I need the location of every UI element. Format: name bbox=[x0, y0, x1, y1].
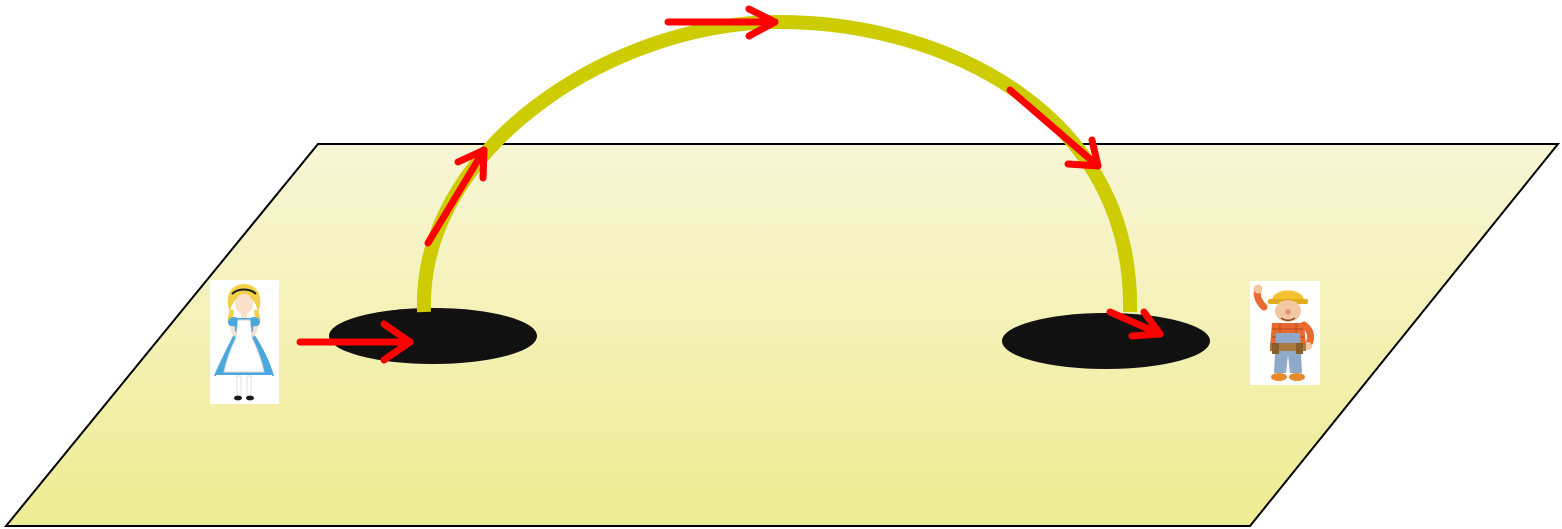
hole-left bbox=[329, 308, 537, 364]
girl-figure bbox=[210, 280, 279, 404]
hole-right bbox=[1002, 313, 1210, 369]
builder-figure bbox=[1250, 281, 1320, 385]
